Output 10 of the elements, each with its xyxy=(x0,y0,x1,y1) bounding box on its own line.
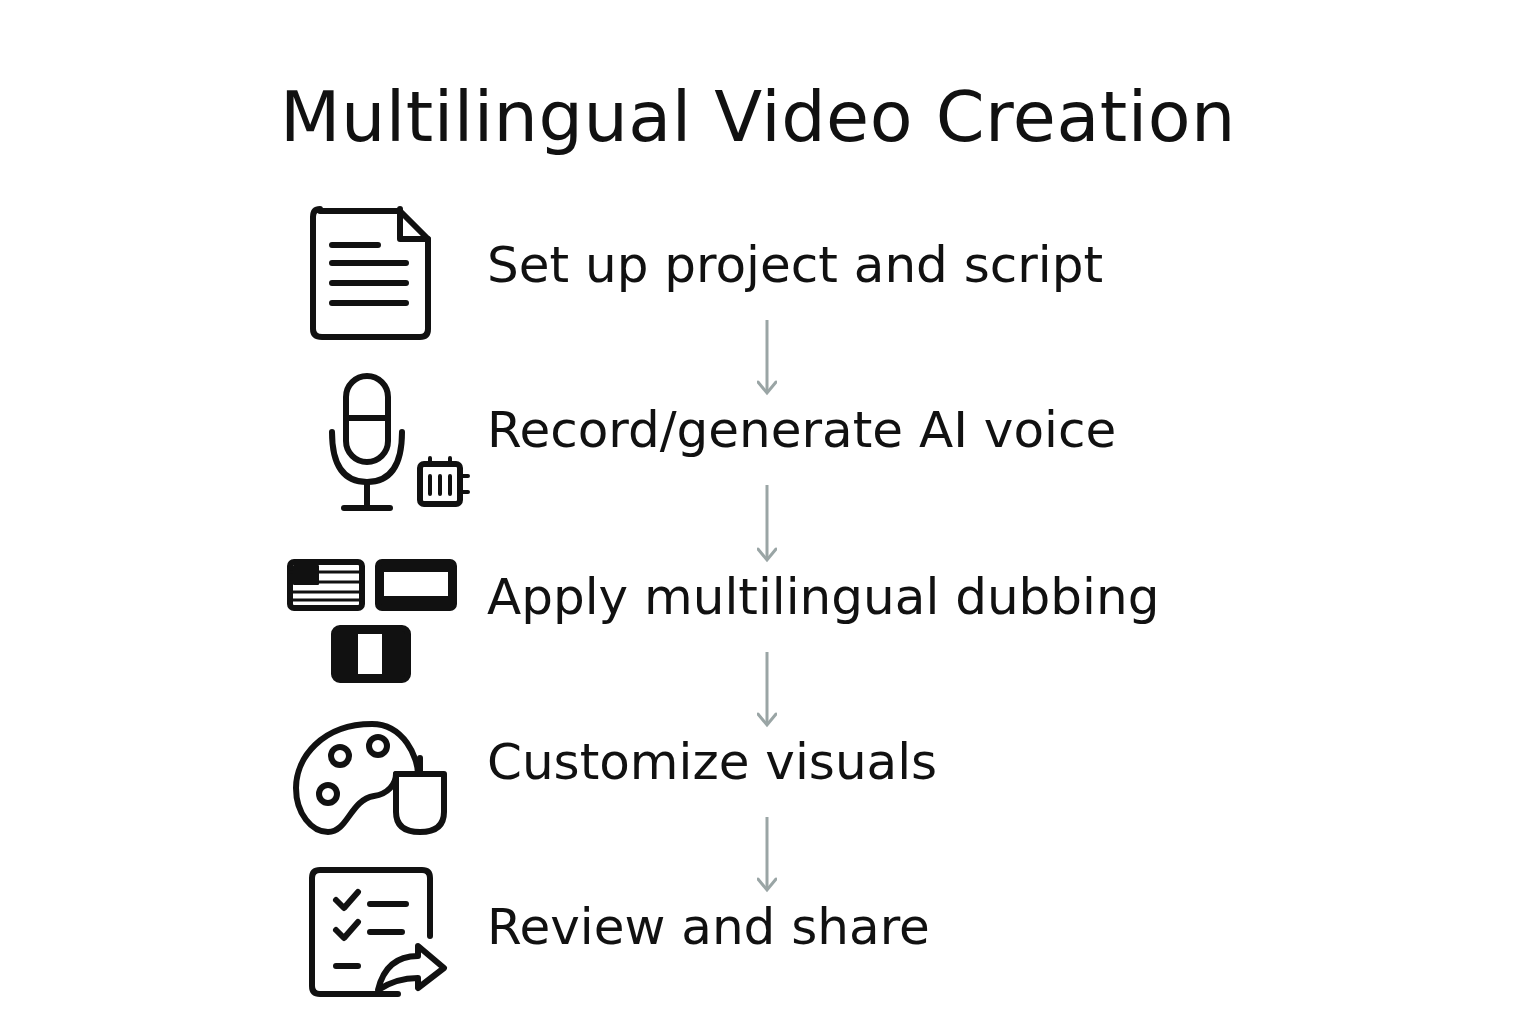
arrow xyxy=(756,320,778,395)
step-label: Apply multilingual dubbing xyxy=(487,562,1160,632)
arrow xyxy=(756,817,778,892)
step-label: Customize visuals xyxy=(487,727,938,797)
arrow xyxy=(756,652,778,727)
title: Multilingual Video Creation xyxy=(279,76,1237,158)
step-label: Record/generate AI voice xyxy=(487,395,1117,465)
step-label: Set up project and script xyxy=(487,230,1104,300)
arrow xyxy=(756,485,778,562)
step-label: Review and share xyxy=(487,892,930,962)
